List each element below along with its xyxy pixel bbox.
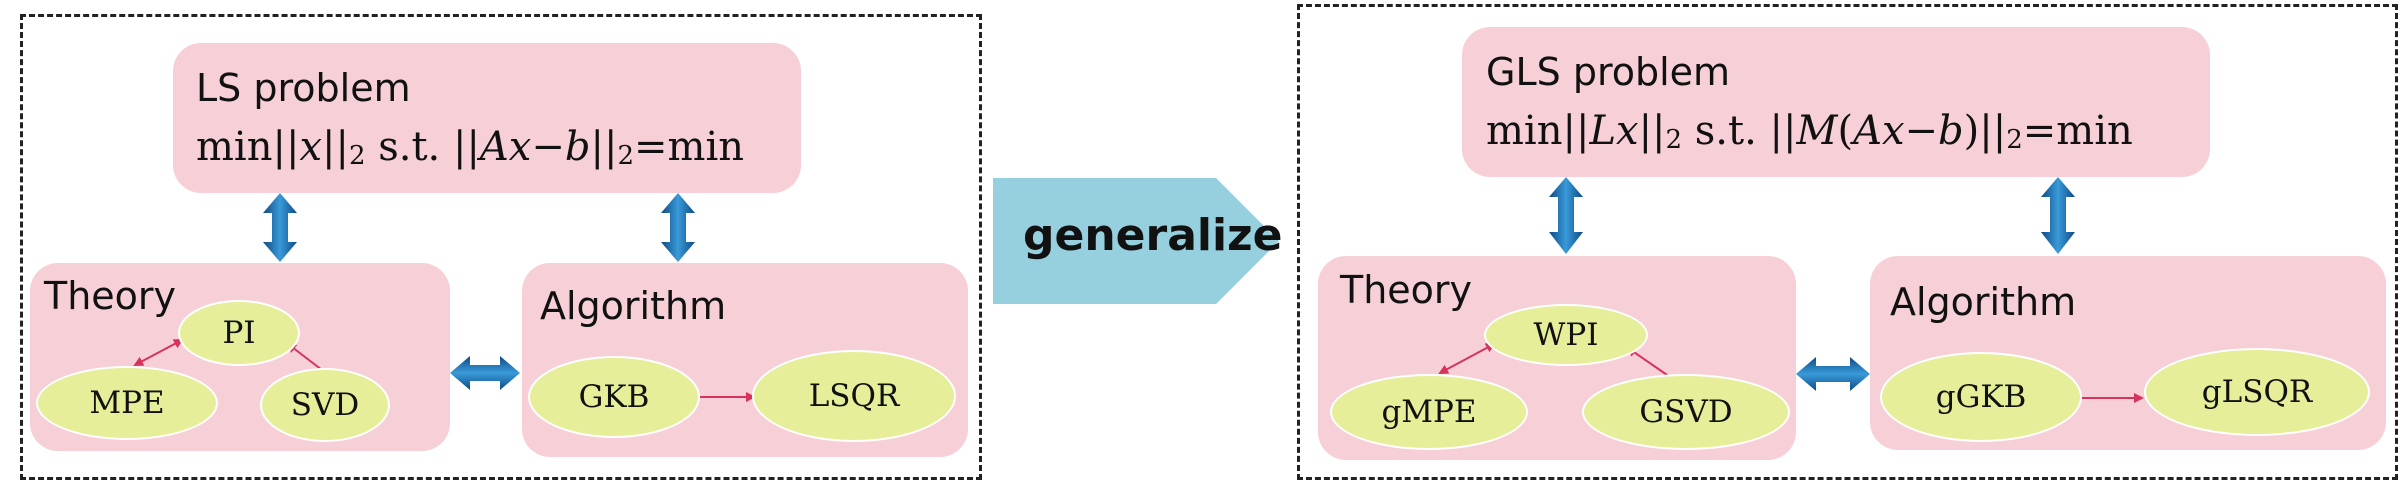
ls-problem-theory-double-arrow	[263, 193, 297, 262]
formula-paren-open: (	[1837, 108, 1854, 154]
ls-theory-title: Theory	[44, 274, 177, 318]
gls-algorithm-title: Algorithm	[1890, 280, 2077, 324]
ls-node-mpe: MPE	[36, 366, 218, 440]
ls-problem-formula: min||x||2 s.t. ||Ax−b||2=min	[196, 124, 744, 171]
formula-ax: Ax	[1853, 108, 1905, 154]
formula-var-lx: Lx	[1589, 108, 1639, 154]
formula-b: b	[564, 124, 591, 170]
gls-problem-formula: min||Lx||2 s.t. ||M(Ax−b)||2=min	[1486, 108, 2133, 155]
formula-b: b	[1938, 108, 1964, 154]
gls-gmpe-wpi-arrow	[1438, 343, 1496, 374]
gls-problem-algorithm-double-arrow	[2041, 177, 2075, 254]
gls-problem-theory-double-arrow	[1549, 177, 1583, 254]
gls-gsvd-wpi-arrow	[1626, 346, 1671, 378]
formula-norm2-close: ||	[590, 124, 618, 170]
gls-node-gsvd: GSVD	[1582, 374, 1790, 450]
formula-eq-min: =min	[2022, 108, 2133, 154]
ls-mpe-pi-arrow	[133, 339, 184, 366]
formula-norm-close: ||	[322, 124, 349, 170]
ls-node-svd: SVD	[260, 368, 390, 442]
ls-theory-algorithm-double-arrow	[450, 356, 520, 390]
formula-norm2-open: ||	[452, 124, 480, 170]
formula-min: min	[1486, 108, 1563, 154]
gls-theory-title: Theory	[1340, 268, 1473, 312]
formula-minus: −	[531, 124, 565, 170]
formula-eq-min: =min	[634, 124, 744, 170]
gls-node-ggkb: gGKB	[1880, 352, 2082, 442]
formula-sub2-2: 2	[617, 141, 634, 171]
formula-st: s.t.	[365, 124, 453, 170]
gls-problem-title: GLS problem	[1486, 50, 1731, 94]
formula-norm-open: ||	[272, 124, 300, 170]
ls-problem-box	[173, 43, 801, 193]
formula-norm2-open: ||	[1769, 108, 1797, 154]
formula-sub2-2: 2	[2006, 125, 2023, 155]
ls-problem-title: LS problem	[196, 66, 411, 110]
ls-svd-pi-arrow	[286, 342, 323, 371]
ls-node-gkb: GKB	[528, 356, 700, 438]
formula-m: M	[1796, 108, 1838, 154]
generalize-chevron	[993, 178, 1279, 304]
formula-norm-open: ||	[1562, 108, 1590, 154]
ls-node-pi: PI	[178, 300, 300, 366]
gls-node-wpi: WPI	[1484, 304, 1648, 366]
gls-node-glsqr: gLSQR	[2144, 348, 2370, 436]
gls-theory-algorithm-double-arrow	[1796, 357, 1870, 391]
formula-min: min	[196, 124, 273, 170]
right-panel-frame	[1297, 4, 2398, 480]
formula-sub-2: 2	[348, 141, 366, 171]
generalize-label: generalize	[1023, 210, 1283, 261]
gls-node-gmpe: gMPE	[1330, 374, 1528, 450]
formula-minus: −	[1904, 108, 1939, 154]
formula-norm-close: ||	[1638, 108, 1666, 154]
formula-norm2-close: ||	[1979, 108, 2007, 154]
left-panel-frame	[20, 14, 982, 480]
formula-sub-2: 2	[1665, 125, 1683, 155]
formula-paren-close: )	[1963, 108, 1980, 154]
ls-algorithm-title: Algorithm	[540, 284, 727, 328]
formula-var-x: x	[299, 124, 322, 170]
formula-ax: Ax	[479, 124, 532, 170]
formula-st: s.t.	[1682, 108, 1770, 154]
gls-problem-box	[1462, 27, 2210, 177]
ls-node-lsqr: LSQR	[752, 350, 956, 442]
ls-problem-algorithm-double-arrow	[661, 193, 695, 262]
